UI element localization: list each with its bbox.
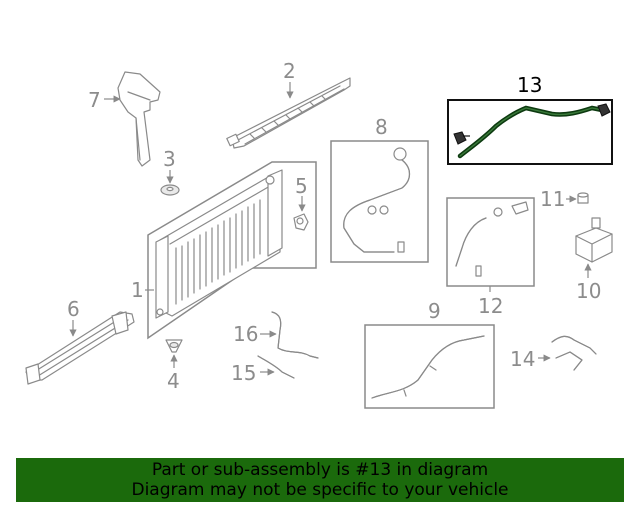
part-12-hose-assembly[interactable]: 12 — [446, 197, 535, 318]
part-6-lower-seal[interactable]: 6 — [25, 297, 135, 385]
part-9-hose-assembly[interactable]: 9 — [364, 299, 495, 409]
label-11: 11 — [540, 187, 565, 211]
info-banner: Part or sub-assembly is #13 in diagram D… — [16, 458, 624, 502]
label-10: 10 — [576, 279, 601, 303]
banner-line-2: Diagram may not be specific to your vehi… — [131, 480, 509, 500]
label-13: 13 — [517, 73, 542, 97]
part-4-mount[interactable]: 4 — [165, 339, 183, 393]
part-10-reservoir[interactable]: 10 — [575, 217, 613, 303]
label-7: 7 — [88, 88, 101, 112]
label-3: 3 — [163, 147, 176, 171]
label-9: 9 — [428, 299, 441, 323]
part-13-hose-highlighted[interactable]: 13 — [447, 73, 613, 165]
label-16: 16 — [233, 322, 258, 346]
label-2: 2 — [283, 59, 296, 83]
part-2-upper-seal[interactable]: 2 — [226, 59, 351, 149]
banner-line-1: Part or sub-assembly is #13 in diagram — [151, 460, 489, 480]
part-14-bracket[interactable]: 14 — [510, 335, 597, 371]
label-14: 14 — [510, 347, 535, 371]
part-5-bracket[interactable]: 5 — [293, 174, 309, 231]
label-12: 12 — [478, 294, 503, 318]
part-16-hose[interactable]: 16 — [233, 311, 319, 359]
label-4: 4 — [167, 369, 180, 393]
label-1: 1 — [131, 278, 144, 302]
label-6: 6 — [67, 297, 80, 321]
label-8: 8 — [375, 115, 388, 139]
label-5: 5 — [295, 174, 308, 198]
label-15: 15 — [231, 361, 256, 385]
part-11-cap[interactable]: 11 — [540, 187, 589, 211]
part-8-hose-assembly[interactable]: 8 — [330, 115, 429, 263]
part-3-clip[interactable]: 3 — [160, 147, 180, 196]
part-1-radiator[interactable]: 1 — [131, 161, 317, 340]
part-7-side-bracket[interactable]: 7 — [88, 71, 161, 167]
part-15-hose[interactable]: 15 — [231, 355, 295, 385]
